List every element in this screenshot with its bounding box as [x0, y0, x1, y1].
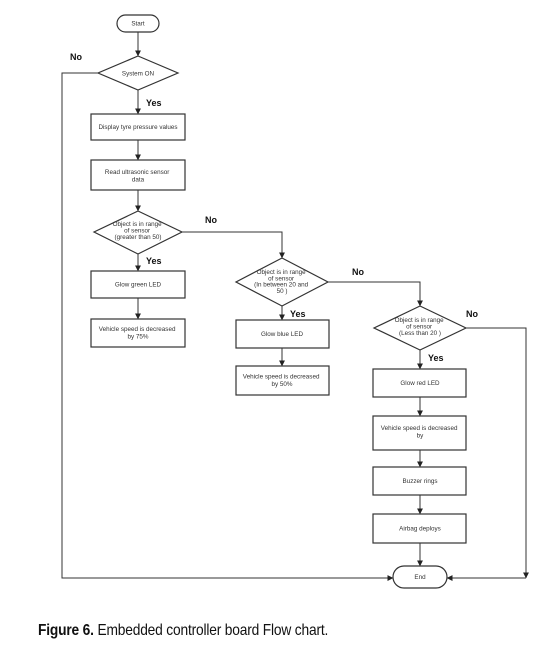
edge-range1-range2 — [182, 231, 285, 259]
label-yes-range1: Yes — [146, 256, 162, 266]
range-lt20-label: Object is in range of sensor (Less than … — [395, 317, 446, 337]
system-on-decision: System ON — [96, 55, 180, 91]
red-led-process: Glow red LED — [372, 368, 467, 398]
speed-50-process: Vehicle speed is decreased by 50% — [235, 365, 330, 396]
read-sensor-process: Read ultrasonic sensor data — [90, 159, 186, 191]
blue-led-process: Glow blue LED — [235, 319, 330, 349]
edge-range2-range3 — [328, 281, 423, 307]
label-no-system: No — [70, 52, 82, 62]
label-yes-system: Yes — [146, 98, 162, 108]
system-on-label: System ON — [122, 71, 155, 78]
range-gt50-label: Object is in range of sensor (greater th… — [113, 221, 164, 241]
airbag-process: Airbag deploys — [372, 513, 467, 544]
read-sensor-label: Read ultrasonic sensor data — [105, 169, 171, 184]
label-no-range1: No — [205, 215, 217, 225]
red-led-label: Glow red LED — [400, 380, 440, 387]
label-yes-range3: Yes — [428, 353, 444, 363]
end-node: End — [392, 565, 448, 589]
display-label: Display tyre pressure values — [98, 124, 177, 131]
range-gt50-decision: Object is in range of sensor (greater th… — [92, 210, 184, 255]
green-led-label: Glow green LED — [115, 282, 162, 289]
buzzer-label: Buzzer rings — [403, 478, 438, 485]
range-20-50-label: Object is in range of sensor (In between… — [254, 269, 310, 295]
speed-red-process: Vehicle speed is decreased by — [372, 415, 467, 451]
edge-range3-no — [466, 327, 529, 579]
display-tyre-pressure-process: Display tyre pressure values — [90, 113, 186, 141]
edge-system-no-end — [61, 72, 394, 581]
buzzer-process: Buzzer rings — [372, 466, 467, 496]
speed-75-process: Vehicle speed is decreased by 75% — [90, 318, 186, 348]
end-label: End — [414, 574, 426, 581]
range-20-50-decision: Object is in range of sensor (In between… — [234, 257, 330, 307]
range-lt20-decision: Object is in range of sensor (Less than … — [372, 305, 468, 351]
speed-50-label: Vehicle speed is decreased by 50% — [243, 374, 321, 389]
start-node: Start — [116, 14, 160, 33]
figure-caption-text: Embedded controller board Flow chart. — [93, 622, 329, 639]
label-yes-range2: Yes — [290, 309, 306, 319]
speed-red-label: Vehicle speed is decreased by — [381, 425, 459, 440]
green-led-process: Glow green LED — [90, 270, 186, 299]
airbag-label: Airbag deploys — [399, 526, 441, 533]
speed-75-label: Vehicle speed is decreased by 75% — [99, 326, 177, 341]
figure-caption-label: Figure 6. — [38, 622, 94, 639]
figure-caption: Figure 6. Embedded controller board Flow… — [38, 622, 328, 640]
edge-labels: No Yes No Yes No Yes No Yes — [70, 52, 478, 363]
start-label: Start — [131, 21, 145, 28]
label-no-range3: No — [466, 309, 478, 319]
blue-led-label: Glow blue LED — [261, 331, 303, 338]
connectors — [61, 32, 529, 581]
label-no-range2: No — [352, 267, 364, 277]
